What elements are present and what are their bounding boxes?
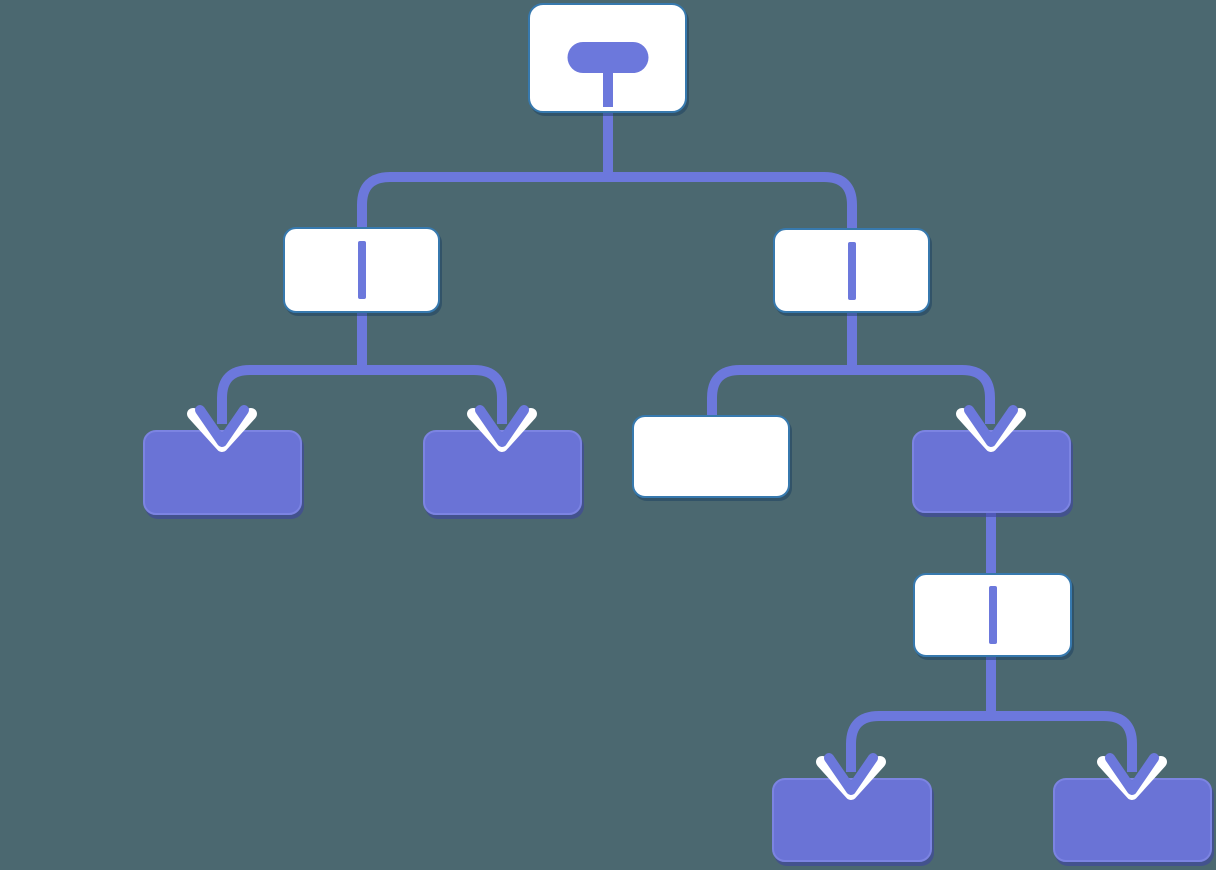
root-pill-stem-icon <box>602 69 613 107</box>
leaf-node-bottom-1[interactable] <box>772 778 932 862</box>
collapse-bar-icon <box>847 241 856 300</box>
branch-node-left[interactable] <box>283 227 440 313</box>
leaf-node-bottom-2[interactable] <box>1053 778 1212 862</box>
root-node[interactable] <box>528 3 687 113</box>
root-pill-icon <box>567 42 648 73</box>
leaf-node-left-1[interactable] <box>143 430 302 515</box>
collapse-bar-icon <box>988 586 997 644</box>
collapse-bar-icon <box>357 241 366 299</box>
child-node-plain[interactable] <box>632 415 790 498</box>
branch-node-right[interactable] <box>773 228 930 313</box>
branch-node-bottom[interactable] <box>913 573 1072 657</box>
child-node-collapsed[interactable] <box>912 430 1071 513</box>
leaf-node-left-2[interactable] <box>423 430 582 515</box>
